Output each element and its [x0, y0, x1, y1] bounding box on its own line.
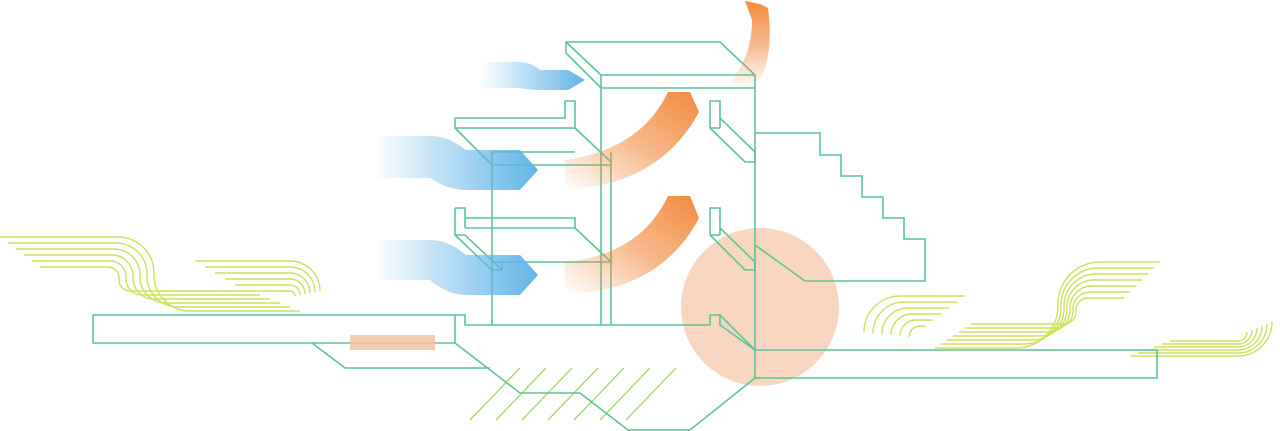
- wave-line: [935, 261, 1160, 349]
- wave-line: [890, 313, 941, 336]
- ground-slab-left: [92, 314, 490, 369]
- wave-line: [959, 285, 1136, 333]
- wave-line: [947, 273, 1148, 341]
- wave-line: [16, 248, 280, 304]
- wave-line: [971, 297, 1124, 325]
- wave-line: [8, 242, 290, 308]
- hatch-line: [521, 367, 573, 421]
- hatch-line: [599, 367, 651, 421]
- wave-line: [40, 266, 250, 292]
- wave-line: [1146, 325, 1263, 351]
- slab-right-outline: [755, 349, 1158, 379]
- hatch-line: [573, 367, 625, 421]
- hatch-line: [547, 367, 599, 421]
- wave-group-left: [0, 236, 321, 312]
- cool-air-arrows: [372, 62, 585, 295]
- foundation-left: [311, 342, 490, 369]
- wave-line: [908, 325, 925, 338]
- wave-line: [872, 301, 957, 334]
- wave-line: [32, 260, 260, 296]
- cool-air-arrow-middle: [372, 136, 538, 190]
- staircase: [754, 132, 926, 282]
- floor-slab-lower: [454, 207, 612, 272]
- wave-line: [225, 278, 306, 295]
- wave-line: [0, 236, 300, 312]
- wave-line: [195, 260, 321, 292]
- wave-line: [863, 295, 965, 333]
- wave-line: [965, 291, 1130, 329]
- wave-line: [1138, 323, 1268, 354]
- warm-air-chimney: [725, 1, 770, 88]
- roof-slab: [565, 41, 756, 89]
- wave-line: [1154, 327, 1258, 348]
- inner-right-wall: [719, 315, 756, 351]
- wave-line: [245, 290, 296, 297]
- hatch-line: [625, 367, 677, 421]
- wave-line: [24, 254, 270, 300]
- wave-line: [215, 272, 311, 294]
- ground-slab-right: [755, 349, 1158, 379]
- warm-air-flow-lower: [565, 196, 699, 294]
- wave-line: [1130, 321, 1273, 357]
- wave-line: [1162, 329, 1253, 345]
- foundation-basin: [454, 342, 756, 431]
- slab-left-accent: [350, 335, 435, 350]
- wave-line: [941, 267, 1154, 345]
- wave-line: [1170, 331, 1248, 342]
- wave-group-right: [863, 261, 1273, 357]
- hatch-line: [495, 367, 547, 421]
- wave-line: [205, 266, 316, 293]
- cool-air-arrow-top: [480, 62, 585, 90]
- hatch-line: [469, 367, 521, 421]
- wave-line: [881, 307, 949, 335]
- balcony-upper-right: [709, 100, 756, 163]
- balcony-lower-right: [709, 207, 756, 271]
- ground-hatch: [469, 367, 677, 421]
- wave-line: [899, 319, 933, 337]
- wave-line: [953, 279, 1142, 337]
- cool-air-arrow-bottom: [372, 240, 538, 295]
- warm-air-flows: [565, 1, 770, 294]
- wave-line: [235, 284, 301, 296]
- warm-air-flow-upper: [565, 92, 699, 190]
- sun-circle: [681, 228, 839, 386]
